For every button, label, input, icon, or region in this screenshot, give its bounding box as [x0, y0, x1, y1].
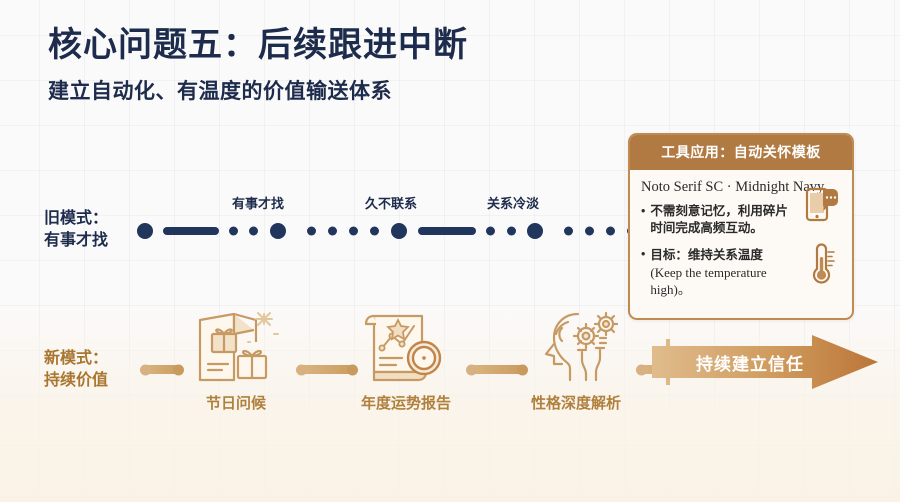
tool-card-icon-group	[804, 184, 844, 304]
new-mode-flow: 节日问候	[137, 311, 857, 422]
tool-card-bullet: • 目标：维持关系温度 (Keep the temperature high)。	[641, 246, 791, 299]
page-subtitle: 建立自动化、有温度的价值输送体系	[48, 80, 392, 104]
flow-node-label: 节日问候	[205, 395, 266, 412]
timeline-dot	[370, 226, 379, 236]
old-mode-timeline	[137, 222, 636, 240]
tool-card-bullet-text: 目标：维持关系温度 (Keep the temperature high)。	[650, 246, 791, 299]
header-block: 核心问题五：后续跟进中断 建立自动化、有温度的价值输送体系	[48, 26, 468, 105]
bullet-point-icon: •	[641, 204, 646, 218]
fortune-scroll-icon	[352, 308, 460, 388]
personality-head-icon	[522, 308, 630, 388]
timeline-dot	[585, 226, 594, 236]
bullet-point-icon: •	[641, 246, 646, 261]
old-mode-note: 有事才找	[232, 196, 285, 211]
flow-node[interactable]: 节日问候	[182, 308, 290, 413]
old-mode-label: 旧模式： 有事才找	[44, 208, 108, 251]
trust-arrow: 持续建立信任	[652, 334, 878, 390]
timeline-dash	[418, 227, 476, 235]
timeline-dot	[229, 226, 238, 236]
timeline-dot	[391, 223, 407, 239]
tool-card-bullet-text: 不需刻意记忆，利用碎片时间完成高频互动。	[650, 204, 788, 235]
flow-connector	[467, 365, 527, 374]
tool-card-bullet: • 不需刻意记忆，利用碎片时间完成高频互动。	[641, 203, 791, 237]
gift-card-icon	[182, 308, 290, 388]
tool-card-bullet-en: (Keep the temperature high)。	[650, 264, 767, 298]
old-mode-label-block: 旧模式： 有事才找	[44, 208, 108, 251]
flow-connector	[297, 365, 357, 374]
timeline-dot	[137, 223, 153, 239]
timeline-dot	[328, 226, 337, 236]
timeline-dot	[486, 226, 495, 236]
timeline-dot	[507, 226, 516, 236]
timeline-dot	[606, 226, 615, 236]
timeline-dot	[564, 226, 573, 236]
thermometer-icon	[804, 243, 844, 290]
timeline-dot	[249, 226, 258, 236]
timeline-dot	[307, 226, 316, 236]
flow-node-label: 年度运势报告	[360, 395, 451, 412]
tool-card-font-line: Noto Serif SC · Midnight Navy	[641, 179, 825, 195]
flow-node[interactable]: 性格深度解析	[522, 308, 630, 413]
flow-node-label: 性格深度解析	[530, 395, 621, 412]
tool-application-card: 工具应用：自动关怀模板 Noto Serif SC · Midnight Nav…	[628, 133, 854, 320]
old-mode-label-line2: 有事才找	[44, 231, 109, 249]
old-mode-note: 关系冷淡	[487, 196, 540, 211]
tool-card-body: Noto Serif SC · Midnight Navy • 不需刻意记忆，利…	[630, 170, 852, 318]
flow-connector	[141, 365, 183, 374]
trust-arrow-label: 持续建立信任	[696, 354, 804, 374]
tool-card-bullet-cn: 目标：维持关系温度	[650, 247, 763, 262]
timeline-dot	[527, 223, 543, 239]
flow-node[interactable]: 年度运势报告	[352, 308, 460, 413]
old-mode-note: 久不联系	[365, 196, 418, 211]
timeline-dot	[349, 226, 358, 236]
new-mode-label: 新模式： 持续价值	[44, 348, 108, 391]
timeline-dash	[163, 227, 219, 235]
timeline-dot	[270, 223, 286, 239]
new-mode-label-block: 新模式： 持续价值	[44, 348, 108, 391]
page-title: 核心问题五：后续跟进中断	[48, 26, 468, 64]
new-mode-label-line1: 新模式：	[44, 350, 109, 367]
phone-chat-icon	[804, 184, 844, 229]
new-mode-label-line2: 持续价值	[44, 371, 109, 389]
old-mode-label-line1: 旧模式：	[44, 210, 109, 227]
tool-card-header: 工具应用：自动关怀模板	[630, 135, 852, 170]
